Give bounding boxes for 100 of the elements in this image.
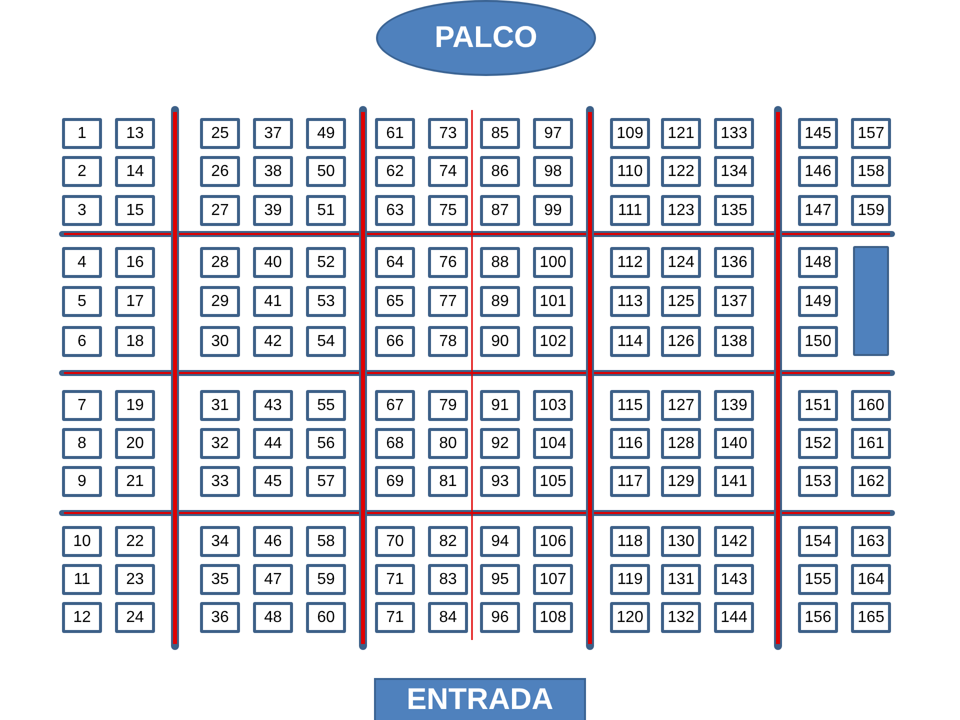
seat-box: [115, 466, 155, 497]
node-label: 128: [668, 434, 694, 452]
node-label: 79: [439, 396, 457, 414]
node-label: 60: [317, 608, 335, 626]
seat-box: [714, 602, 754, 633]
seat-box: [306, 118, 346, 149]
node-label: 46: [264, 532, 282, 550]
seat-box: [375, 326, 415, 357]
seat-box: [610, 286, 650, 317]
seat-box: [851, 118, 891, 149]
seat-box: [115, 390, 155, 421]
seat-box: [200, 195, 240, 226]
seat-box: [610, 156, 650, 187]
seat-box: [253, 428, 293, 459]
seat-box: [480, 526, 520, 557]
node-label: 76: [439, 254, 457, 272]
seat-box: [533, 326, 573, 357]
seat-box: [428, 428, 468, 459]
node-label: 123: [668, 202, 694, 220]
seat-box: [851, 156, 891, 187]
seat-box: [306, 247, 346, 278]
seat-box: [428, 466, 468, 497]
seat-box: [851, 466, 891, 497]
seat-box: [115, 326, 155, 357]
seat-box: [62, 247, 102, 278]
seat-box: [533, 390, 573, 421]
node-label: 51: [317, 202, 335, 220]
seat-box: [375, 195, 415, 226]
seat-box: [115, 602, 155, 633]
node-label: 63: [386, 202, 404, 220]
seat-box: [480, 118, 520, 149]
seat-box: [533, 428, 573, 459]
node-label: 78: [439, 332, 457, 350]
seat-box: [661, 602, 701, 633]
seat-box: [62, 286, 102, 317]
seat-box: [851, 195, 891, 226]
seat-box: [480, 428, 520, 459]
node-label: 143: [720, 570, 748, 588]
node-label: 136: [720, 254, 748, 272]
node-label: 90: [491, 332, 509, 350]
node-label: 20: [126, 434, 144, 452]
node-label: 58: [317, 532, 335, 550]
seat-box: [714, 466, 754, 497]
node-label: 100: [540, 254, 566, 272]
seat-box: [306, 286, 346, 317]
node-label: 71: [386, 608, 404, 626]
node-label: 158: [858, 162, 884, 180]
seat-box: [253, 466, 293, 497]
node-label: 93: [491, 472, 509, 490]
node-label: 19: [126, 396, 144, 414]
node-label: 2: [78, 162, 86, 180]
seat-box: [714, 326, 754, 357]
node-label: 33: [211, 472, 229, 490]
seat-box: [375, 526, 415, 557]
node-label: 155: [804, 570, 832, 588]
seat-box: [428, 602, 468, 633]
node-label: 102: [540, 332, 566, 350]
node-label: 57: [317, 472, 335, 490]
seat-box: [661, 428, 701, 459]
seat-box: [533, 247, 573, 278]
entrance-box: [374, 678, 586, 720]
node-label: 153: [804, 472, 832, 490]
seat-box: [798, 466, 838, 497]
seat-box: [798, 195, 838, 226]
seat-box: [62, 326, 102, 357]
node-label: 65: [386, 292, 404, 310]
node-label: 35: [211, 570, 229, 588]
node-label: 106: [540, 532, 566, 550]
seat-box: [306, 526, 346, 557]
seat-box: [62, 195, 102, 226]
node-label: 17: [126, 292, 144, 310]
seat-box: [62, 428, 102, 459]
node-label: 137: [720, 292, 748, 310]
seat-box: [200, 326, 240, 357]
node-label: 34: [211, 532, 229, 550]
node-label: 53: [317, 292, 335, 310]
seat-box: [253, 564, 293, 595]
seat-box: [798, 564, 838, 595]
node-label: 99: [544, 202, 562, 220]
node-label: 27: [211, 202, 229, 220]
node-label: 41: [264, 292, 282, 310]
node-label: 6: [78, 332, 86, 350]
seat-box: [428, 286, 468, 317]
node-label: 146: [804, 162, 832, 180]
node-label: 42: [264, 332, 282, 350]
node-label: 16: [126, 254, 144, 272]
node-label: 142: [720, 532, 748, 550]
node-label: 24: [126, 608, 144, 626]
seat-box: [714, 526, 754, 557]
seat-box: [306, 390, 346, 421]
seat-box: [62, 564, 102, 595]
node-label: 47: [264, 570, 282, 588]
node-label: 132: [668, 608, 694, 626]
seat-box: [610, 390, 650, 421]
seat-box: [610, 526, 650, 557]
seat-box: [533, 564, 573, 595]
node-label: 165: [858, 608, 884, 626]
seat-box: [200, 247, 240, 278]
seat-box: [375, 428, 415, 459]
seat-box: [533, 526, 573, 557]
